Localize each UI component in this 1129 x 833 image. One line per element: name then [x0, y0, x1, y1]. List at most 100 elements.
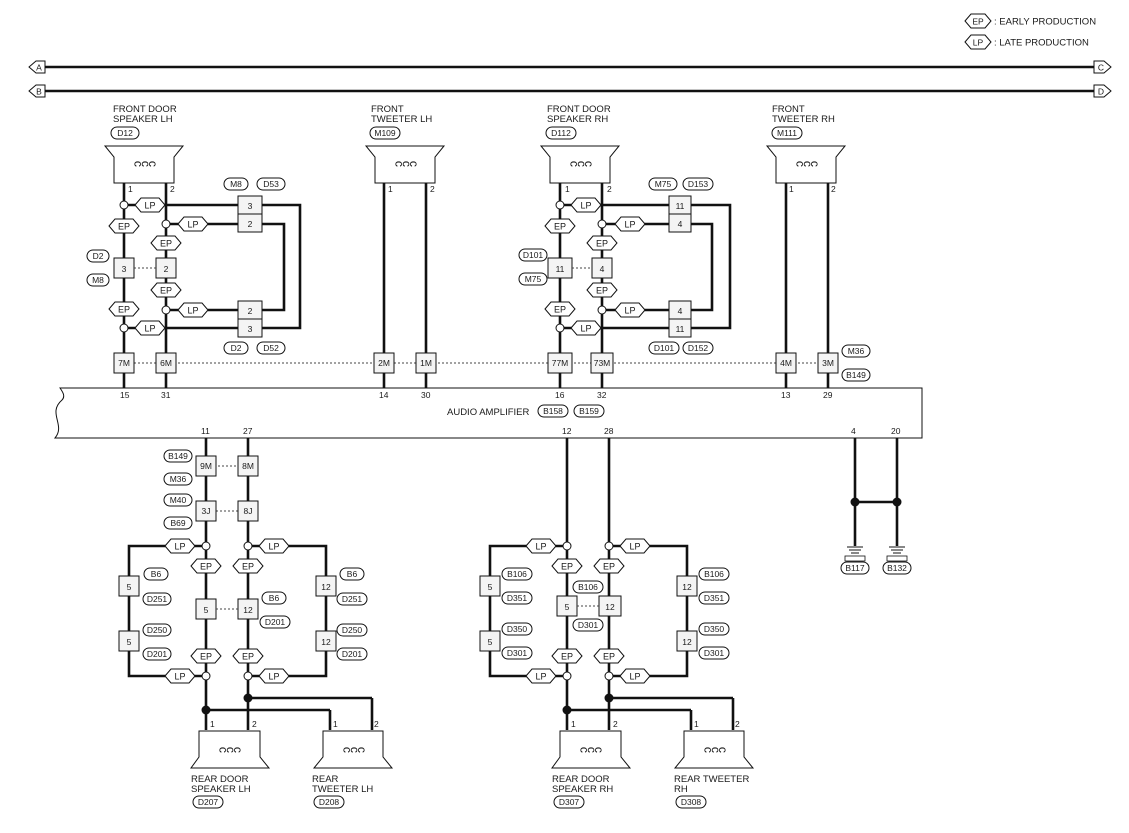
- svg-text:D350: D350: [507, 624, 528, 634]
- svg-text:D351: D351: [507, 593, 528, 603]
- svg-text:2: 2: [248, 306, 253, 316]
- svg-text:AUDIO AMPLIFIER: AUDIO AMPLIFIER: [447, 407, 529, 418]
- svg-text:6M: 6M: [160, 358, 172, 368]
- rear-door-speaker-rh: 1 2 ᴒᴒᴒ REAR DOOR SPEAKER RH D307: [551, 719, 632, 809]
- svg-text:D101: D101: [654, 343, 675, 353]
- svg-text:B117: B117: [845, 563, 864, 573]
- svg-text:M109: M109: [374, 128, 396, 138]
- svg-text:D301: D301: [507, 648, 528, 658]
- svg-text:2: 2: [607, 184, 612, 194]
- svg-text:ᴒᴒᴒ: ᴒᴒᴒ: [570, 156, 592, 170]
- svg-text:73M: 73M: [594, 358, 611, 368]
- svg-text:B106: B106: [704, 569, 724, 579]
- rear-lh-wiring: 9M 8M 3J 8J B149 M36 M40 B69 5 5 B6: [118, 438, 374, 730]
- svg-text:27: 27: [243, 426, 253, 436]
- svg-text:REAR TWEETER: REAR TWEETER: [674, 774, 749, 785]
- svg-text:D: D: [1098, 87, 1104, 97]
- svg-text:2M: 2M: [378, 358, 390, 368]
- legend-ep-text: : EARLY PRODUCTION: [994, 17, 1096, 28]
- bus-marker-d: D: [1093, 84, 1112, 98]
- svg-text:D2: D2: [231, 343, 242, 353]
- legend: EP : EARLY PRODUCTION LP : LATE PRODUCTI…: [964, 13, 1096, 50]
- svg-text:M8: M8: [230, 179, 242, 189]
- svg-text:D301: D301: [704, 648, 725, 658]
- svg-text:M111: M111: [777, 128, 797, 138]
- svg-text:12: 12: [321, 637, 331, 647]
- svg-text:ᴒᴒᴒ: ᴒᴒᴒ: [580, 742, 602, 756]
- svg-text:ᴒᴒᴒ: ᴒᴒᴒ: [704, 742, 726, 756]
- svg-text:D52: D52: [263, 343, 279, 353]
- svg-text:8M: 8M: [242, 461, 254, 471]
- svg-text:12: 12: [243, 605, 253, 615]
- svg-text:B106: B106: [507, 569, 527, 579]
- svg-text:15: 15: [120, 390, 130, 400]
- svg-text:11: 11: [676, 324, 685, 334]
- svg-text:11: 11: [556, 264, 565, 274]
- svg-text:D250: D250: [342, 625, 363, 635]
- bus-lines: A C B D: [28, 60, 1112, 98]
- svg-text:M36: M36: [848, 346, 865, 356]
- svg-text:3M: 3M: [822, 358, 834, 368]
- svg-text:1: 1: [388, 184, 393, 194]
- svg-text:FRONT: FRONT: [371, 104, 404, 115]
- svg-text:LP: LP: [973, 38, 984, 48]
- svg-text:3: 3: [248, 201, 253, 211]
- svg-text:M75: M75: [525, 274, 542, 284]
- svg-text:4: 4: [851, 426, 856, 436]
- svg-text:REAR DOOR: REAR DOOR: [552, 774, 610, 785]
- svg-text:B158: B158: [543, 406, 563, 416]
- svg-text:D307: D307: [559, 797, 580, 807]
- svg-text:2: 2: [831, 184, 836, 194]
- svg-text:12: 12: [605, 602, 615, 612]
- svg-text:REAR: REAR: [312, 774, 339, 785]
- svg-text:4: 4: [678, 306, 683, 316]
- svg-text:D350: D350: [704, 624, 725, 634]
- svg-text:FRONT: FRONT: [772, 104, 805, 115]
- svg-text:FRONT DOOR: FRONT DOOR: [547, 104, 611, 115]
- svg-text:2: 2: [430, 184, 435, 194]
- svg-text:TWEETER RH: TWEETER RH: [772, 114, 835, 125]
- svg-text:D153: D153: [688, 179, 709, 189]
- svg-text:D208: D208: [319, 797, 340, 807]
- rear-tweeter-rh: 1 2 ᴒᴒᴒ REAR TWEETER RH D308: [673, 719, 755, 809]
- svg-text:D201: D201: [342, 649, 363, 659]
- svg-text:D251: D251: [147, 594, 168, 604]
- svg-text:16: 16: [555, 390, 565, 400]
- svg-text:B: B: [36, 87, 42, 97]
- rear-rh-wiring: 5 5 B106 D351 D350 D301 5 12 B106 D301 1…: [479, 438, 735, 730]
- svg-text:2: 2: [613, 719, 618, 729]
- svg-text:D308: D308: [681, 797, 702, 807]
- svg-text:D201: D201: [265, 617, 286, 627]
- svg-text:ᴒᴒᴒ: ᴒᴒᴒ: [219, 742, 241, 756]
- svg-text:FRONT DOOR: FRONT DOOR: [113, 104, 177, 115]
- svg-text:9M: 9M: [200, 461, 212, 471]
- svg-text:32: 32: [597, 390, 607, 400]
- svg-text:B159: B159: [579, 406, 599, 416]
- svg-text:D351: D351: [704, 593, 725, 603]
- svg-text:B69: B69: [170, 518, 185, 528]
- svg-text:3J: 3J: [202, 506, 211, 516]
- fr-wiring: 11 4 D101 M75 11 4 M75 D153 4 11 D101 D1…: [518, 177, 732, 392]
- svg-text:SPEAKER LH: SPEAKER LH: [191, 784, 251, 795]
- front-door-speaker-lh: FRONT DOOR SPEAKER LH D12 ᴒᴒᴒ 1 2: [103, 104, 185, 194]
- svg-text:5: 5: [488, 637, 493, 647]
- svg-text:1: 1: [128, 184, 133, 194]
- svg-text:SPEAKER RH: SPEAKER RH: [547, 114, 608, 125]
- svg-text:2: 2: [252, 719, 257, 729]
- svg-text:D207: D207: [198, 797, 219, 807]
- svg-text:12: 12: [321, 582, 331, 592]
- svg-text:D2: D2: [93, 251, 104, 261]
- svg-text:28: 28: [604, 426, 614, 436]
- svg-text:2: 2: [248, 219, 253, 229]
- svg-text:TWEETER LH: TWEETER LH: [312, 784, 373, 795]
- svg-text:5: 5: [204, 605, 209, 615]
- svg-text:ᴒᴒᴒ: ᴒᴒᴒ: [395, 156, 417, 170]
- svg-text:B6: B6: [269, 593, 280, 603]
- svg-text:SPEAKER RH: SPEAKER RH: [552, 784, 613, 795]
- svg-text:1M: 1M: [420, 358, 432, 368]
- svg-text:D53: D53: [263, 179, 279, 189]
- svg-text:29: 29: [823, 390, 833, 400]
- svg-text:11: 11: [676, 201, 685, 211]
